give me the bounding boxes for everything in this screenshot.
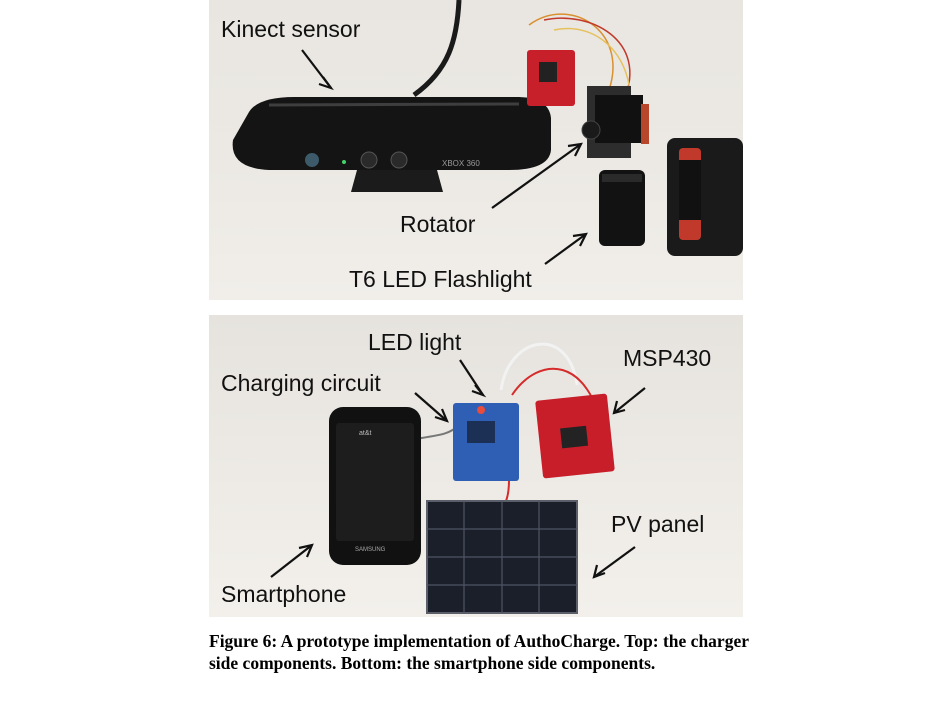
servo-gear xyxy=(581,120,601,140)
arrow-flashlight-head xyxy=(572,232,588,247)
arrow-smartphone-head xyxy=(298,543,314,558)
flashlight-body xyxy=(599,170,645,246)
servo-motor xyxy=(595,95,643,143)
arrow-msp-head xyxy=(612,400,626,415)
kinect-base xyxy=(351,170,443,192)
arrow-msp xyxy=(613,387,646,414)
arrow-rotator xyxy=(491,143,582,209)
arrow-kinect-head xyxy=(318,76,334,91)
arrow-flashlight xyxy=(544,233,587,265)
figure-caption: Figure 6: A prototype implementation of … xyxy=(209,631,749,673)
label-pv-panel: PV panel xyxy=(611,511,705,537)
xbox-logo-text: XBOX 360 xyxy=(442,159,480,168)
arrows-bottom xyxy=(270,359,646,579)
arrow-led-head xyxy=(471,384,487,398)
arrows-top xyxy=(301,49,588,265)
photo-smartphone-side: at&t SAMSUNG xyxy=(209,315,743,617)
arrow-pv xyxy=(593,546,636,578)
charging-chip xyxy=(467,421,495,443)
wire-2 xyxy=(543,17,631,101)
msp-chip-top xyxy=(539,62,557,82)
servo-wire xyxy=(641,104,649,144)
arrow-charging xyxy=(414,392,448,422)
msp430-chip xyxy=(560,425,589,449)
kinect-lens-rgb xyxy=(360,151,378,169)
flashlight-ring xyxy=(602,174,642,182)
charger-scene: XBOX 360 xyxy=(232,0,743,265)
kinect-highlight xyxy=(268,102,520,107)
smartphone-screen xyxy=(336,423,414,541)
kinect-body xyxy=(232,96,552,170)
arrow-pv-head xyxy=(592,564,606,579)
kinect-lens-ir xyxy=(305,153,319,167)
label-msp430: MSP430 xyxy=(623,345,712,371)
phone-brand: SAMSUNG xyxy=(355,547,386,553)
kinect-cable xyxy=(412,0,462,98)
kinect-led xyxy=(342,160,346,164)
arrow-rotator-head xyxy=(567,142,583,157)
label-flashlight: T6 LED Flashlight xyxy=(349,266,532,292)
arrow-charging-head xyxy=(434,408,449,423)
smartphone-scene: at&t SAMSUNG xyxy=(270,342,646,614)
led-light xyxy=(477,406,485,414)
photo-charger-side: XBOX 360 Kinect sensor Rotator T xyxy=(209,0,743,300)
label-led-light: LED light xyxy=(368,329,462,355)
label-smartphone: Smartphone xyxy=(221,581,347,607)
label-charging-circuit: Charging circuit xyxy=(221,370,381,396)
wire-white xyxy=(499,342,579,391)
pv-grid xyxy=(427,501,577,613)
arrow-smartphone xyxy=(270,544,313,578)
label-rotator: Rotator xyxy=(400,211,476,237)
battery-charger xyxy=(667,138,743,256)
carrier-logo: at&t xyxy=(359,430,372,437)
label-kinect-sensor: Kinect sensor xyxy=(221,16,361,42)
battery-wrap xyxy=(679,160,701,220)
kinect-lens-depth xyxy=(390,151,408,169)
